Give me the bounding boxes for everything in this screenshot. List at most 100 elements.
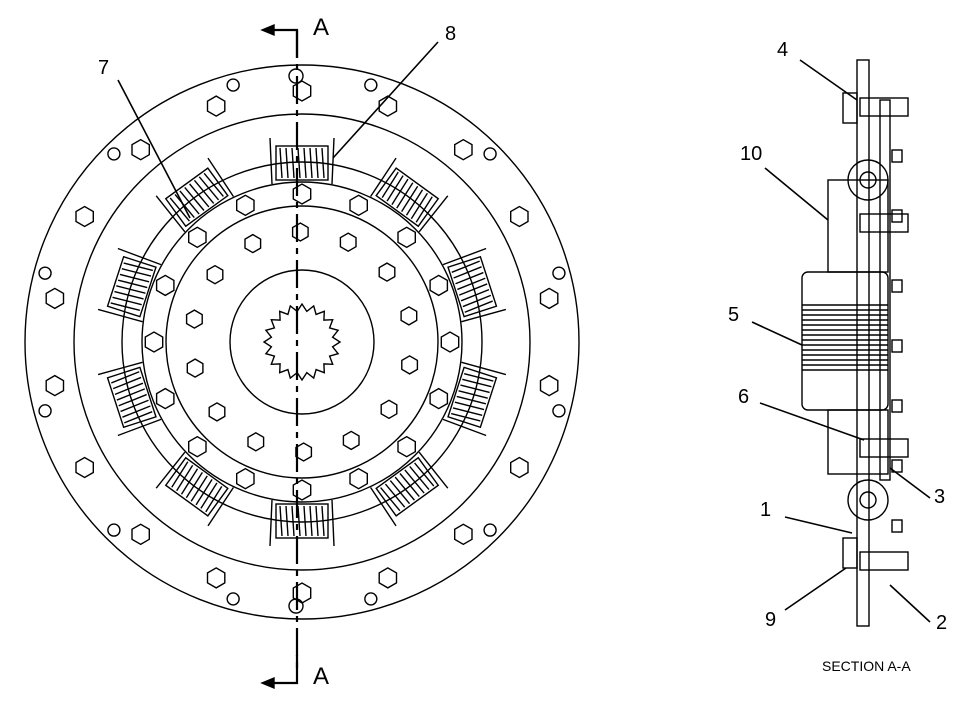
spring-coil xyxy=(116,388,146,401)
leader-line xyxy=(784,516,853,534)
middle-bolt-hex xyxy=(187,226,207,249)
spring-retainer xyxy=(117,418,162,437)
spring-coil xyxy=(462,294,492,308)
outer-bolt-hex xyxy=(75,456,95,479)
leader-line xyxy=(332,41,439,159)
middle-bolt-hex xyxy=(155,387,175,410)
hub-flange xyxy=(827,409,889,475)
spring-coil xyxy=(321,147,325,179)
spring-coil xyxy=(110,302,141,312)
spring-coil xyxy=(203,172,224,197)
spring-coil xyxy=(381,171,399,198)
spring-coil xyxy=(205,486,223,513)
bolt xyxy=(859,97,909,117)
spring-coil xyxy=(169,197,190,222)
middle-bolt-hex xyxy=(187,435,207,458)
spring-coil xyxy=(457,277,486,291)
spring-coil xyxy=(112,376,142,390)
outer-bolt-hex xyxy=(510,456,529,479)
spring-coil xyxy=(189,183,210,208)
tab xyxy=(891,399,903,413)
spring-coil xyxy=(453,266,482,279)
inner-bolt-hex xyxy=(244,233,262,254)
spring-pocket xyxy=(275,503,329,539)
callout-3: 3 xyxy=(934,486,946,508)
hub-flange xyxy=(827,179,889,273)
outer-bolt-hex xyxy=(131,523,151,546)
flywheel-plate xyxy=(856,59,870,627)
leader-line xyxy=(784,567,847,611)
spring-coil xyxy=(195,479,213,506)
inner-bolt-hex xyxy=(185,309,203,329)
callout-9: 9 xyxy=(765,609,777,631)
hub-spline xyxy=(262,302,342,382)
inner-bolt-hex xyxy=(206,264,224,285)
spring-coil xyxy=(386,175,404,202)
spring-coil xyxy=(315,505,319,537)
spring-retainer xyxy=(97,308,143,323)
spring-coil xyxy=(114,290,144,300)
mounting-hole xyxy=(552,266,566,280)
spring-coil xyxy=(124,411,153,424)
spring-section xyxy=(847,479,889,521)
spring-coil xyxy=(121,268,152,277)
spring-retainer xyxy=(269,499,273,547)
inner-bolt-hex xyxy=(291,222,309,242)
callout-2: 2 xyxy=(936,612,948,634)
spring-coil xyxy=(279,147,283,179)
leader-line xyxy=(751,321,803,346)
spring-coil xyxy=(454,401,485,411)
outer-bolt-hex xyxy=(75,205,95,228)
section-arrow-top xyxy=(270,28,299,58)
damper-spring xyxy=(97,247,162,323)
damper-spring xyxy=(442,247,507,323)
spring-coil xyxy=(120,399,149,413)
outer-bolt-hex xyxy=(454,523,473,546)
bolt xyxy=(859,213,909,233)
spring-pocket xyxy=(275,145,329,181)
middle-bolt-hex xyxy=(349,467,368,490)
tab xyxy=(891,339,903,353)
spring-retainer xyxy=(155,195,186,233)
leader-line xyxy=(759,402,865,441)
spring-coil xyxy=(112,296,142,306)
damper-spring xyxy=(442,361,507,437)
spring-coil xyxy=(315,147,319,179)
spring-retainer xyxy=(117,247,162,266)
spring-coil xyxy=(279,505,283,537)
mounting-hole xyxy=(364,592,378,606)
spring-coil xyxy=(198,176,220,201)
middle-bolt-hex xyxy=(397,226,416,249)
spring-coil xyxy=(451,260,480,273)
spring-coil xyxy=(460,384,490,394)
callout-7: 7 xyxy=(98,57,110,79)
spring-pocket xyxy=(375,456,440,517)
section-marker-top: A xyxy=(313,14,330,41)
outer-bolt-hex xyxy=(454,138,473,161)
section-marker-bottom: A xyxy=(313,663,330,690)
outer-bolt-hex xyxy=(539,287,559,310)
spring-coil xyxy=(456,395,487,405)
spring-coil xyxy=(405,189,424,216)
spring-coil xyxy=(122,405,151,418)
spring-retainer xyxy=(269,137,273,185)
mounting-hole xyxy=(226,592,240,606)
arrow-head xyxy=(260,676,275,690)
inner-bolt-hex xyxy=(295,442,313,462)
mounting-hole xyxy=(226,78,240,92)
spring-coil xyxy=(309,147,313,179)
spring-retainer xyxy=(418,195,449,233)
damper-spring xyxy=(370,157,449,233)
spring-retainer xyxy=(442,247,487,266)
spring-coil xyxy=(174,194,195,218)
bolt xyxy=(859,551,909,571)
front-view xyxy=(24,23,580,690)
spring-coil xyxy=(391,178,409,205)
section-view xyxy=(801,59,909,627)
mounting-hole xyxy=(552,404,566,418)
middle-bolt-hex xyxy=(440,331,460,353)
spring-coil xyxy=(171,461,189,488)
spring-coil xyxy=(460,289,490,302)
spring-coil xyxy=(200,482,218,509)
spring-coil xyxy=(455,271,484,285)
